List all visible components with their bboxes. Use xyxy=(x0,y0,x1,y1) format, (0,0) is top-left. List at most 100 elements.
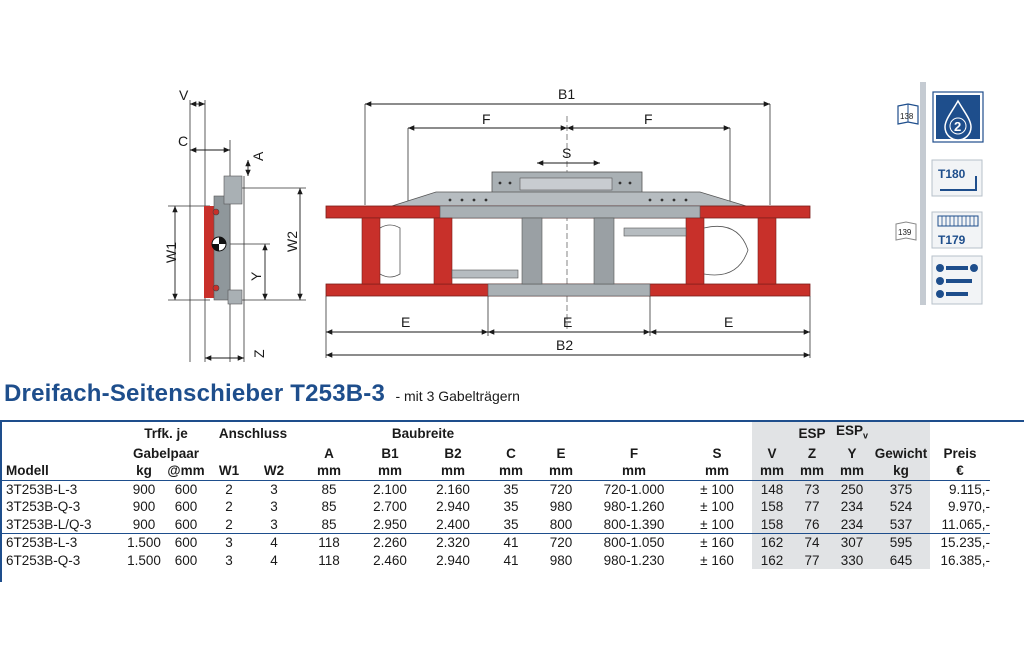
dim-label-f-right: F xyxy=(644,111,653,127)
table-cell: 85 xyxy=(321,516,337,532)
droplet-badge: 2 xyxy=(932,91,984,143)
option-icons xyxy=(931,255,983,305)
table-cell: 2.940 xyxy=(436,552,470,568)
table-cell: 35 xyxy=(503,516,519,532)
header-row-2: Gabelpaar A B1 B2 C E F S V Z Y Gewicht … xyxy=(2,444,990,463)
table-cell: 980 xyxy=(549,552,573,568)
hdr-unit-preis: € xyxy=(956,463,964,479)
hdr-b1: B1 xyxy=(381,445,399,461)
front-view: B1 F F S xyxy=(325,86,811,358)
table-cell: 1.500 xyxy=(124,533,164,552)
hdr-unit-e: mm xyxy=(548,463,573,479)
hdr-unit-c: mm xyxy=(498,463,523,479)
table-cell: 800-1.390 xyxy=(603,516,665,532)
table-cell: 600 xyxy=(164,533,208,552)
t180-label: T180 xyxy=(938,167,966,181)
table-cell: 77 xyxy=(792,498,832,516)
table-cell: 524 xyxy=(872,498,930,516)
hdr-preis: Preis xyxy=(943,445,977,461)
table-cell: 600 xyxy=(164,479,208,499)
hdr-unit-a: mm xyxy=(316,463,341,479)
hdr-y: Y xyxy=(832,444,872,463)
book-icon-left xyxy=(897,103,919,125)
table-cell: 2.100 xyxy=(360,479,420,499)
table-cell: 645 xyxy=(872,551,930,570)
table-cell: 800-1.050 xyxy=(586,533,682,552)
hdr-z: Z xyxy=(792,444,832,463)
hdr-unit-b1: mm xyxy=(377,463,402,479)
hdr-unit-y: mm xyxy=(832,462,872,481)
dim-label-y: Y xyxy=(248,271,264,281)
page-ref-139: 139 xyxy=(898,228,912,237)
hdr-esp: ESP xyxy=(792,422,832,445)
table-cell: 720 xyxy=(536,533,586,552)
table-cell: ± 100 xyxy=(700,516,734,532)
model-cell: 3T253B-L-3 xyxy=(2,479,124,499)
table-cell: 2.460 xyxy=(373,552,407,568)
table-cell: 980-1.230 xyxy=(603,552,665,568)
table-cell: 980-1.260 xyxy=(603,499,665,515)
table-cell: 3 xyxy=(208,533,250,552)
dim-label-b1: B1 xyxy=(558,86,575,102)
table-cell: 74 xyxy=(792,533,832,552)
side-view: V C A W1 W2 Y Z xyxy=(163,87,306,362)
dim-label-z: Z xyxy=(251,349,267,358)
table-cell: 35 xyxy=(486,479,536,499)
hdr-e: E xyxy=(556,445,566,461)
table-cell: 2.160 xyxy=(420,479,486,499)
header-row-3: Modell kg @mm W1 W2 mm mm mm mm mm mm mm… xyxy=(2,462,990,481)
hdr-v: V xyxy=(752,444,792,463)
dim-label-w2: W2 xyxy=(284,231,300,252)
table-cell: 980 xyxy=(549,499,573,515)
table-cell: 900 xyxy=(132,516,156,532)
model-cell: 6T253B-Q-3 xyxy=(6,552,81,568)
table-cell: 2 xyxy=(208,479,250,499)
table-cell: 85 xyxy=(298,479,360,499)
t180-badge: T180 xyxy=(931,159,983,197)
hdr-modell: Modell xyxy=(6,463,49,479)
section-heading: Dreifach-Seitenschieber T253B-3 - mit 3 … xyxy=(4,380,520,408)
table-cell: 16.385,- xyxy=(940,552,990,568)
table-cell: 11.065,- xyxy=(941,516,990,532)
dim-label-e-mid: E xyxy=(563,314,572,330)
table-cell: 162 xyxy=(752,551,792,570)
table-cell: 900 xyxy=(124,479,164,499)
table-cell: 15.235,- xyxy=(930,533,990,552)
table-cell: 720-1.000 xyxy=(586,479,682,499)
dim-label-e-right: E xyxy=(724,314,733,330)
hdr-s: S xyxy=(712,445,722,461)
table-cell: 2.260 xyxy=(360,533,420,552)
table-cell: 77 xyxy=(792,551,832,570)
table-cell: 900 xyxy=(132,499,156,515)
dim-label-c: C xyxy=(178,133,188,149)
hdr-unit-f: mm xyxy=(621,463,646,479)
table-cell: 375 xyxy=(872,479,930,499)
hdr-unit-z: mm xyxy=(792,462,832,481)
product-subtitle: - mit 3 Gabelträgern xyxy=(395,388,520,404)
table-cell: 9.115,- xyxy=(930,479,990,499)
table-cell: 148 xyxy=(752,479,792,499)
hdr-c: C xyxy=(506,445,516,461)
table-cell: 3 xyxy=(225,552,233,568)
spec-table: Trfk. je Anschluss Baubreite ESP ESPv Ga… xyxy=(2,422,990,570)
table-cell: 9.970,- xyxy=(947,499,990,515)
table-cell: 537 xyxy=(872,515,930,534)
hdr-unit-gewicht: kg xyxy=(872,462,930,481)
table-cell: 2 xyxy=(225,516,233,532)
hdr-a: A xyxy=(324,445,334,461)
table-cell: 234 xyxy=(832,515,872,534)
table-cell: 73 xyxy=(792,479,832,499)
table-cell: 76 xyxy=(792,515,832,534)
hdr-baubreite: Baubreite xyxy=(391,425,455,441)
table-cell: ± 160 xyxy=(700,552,734,568)
hdr-gabelpaar: Gabelpaar xyxy=(132,445,200,461)
table-cell: 600 xyxy=(174,499,198,515)
model-cell: 3T253B-L/Q-3 xyxy=(6,516,92,532)
table-cell: 1.500 xyxy=(127,552,161,568)
dim-label-s: S xyxy=(562,145,571,161)
table-cell: 2.940 xyxy=(436,499,470,515)
table-cell: 600 xyxy=(174,552,198,568)
